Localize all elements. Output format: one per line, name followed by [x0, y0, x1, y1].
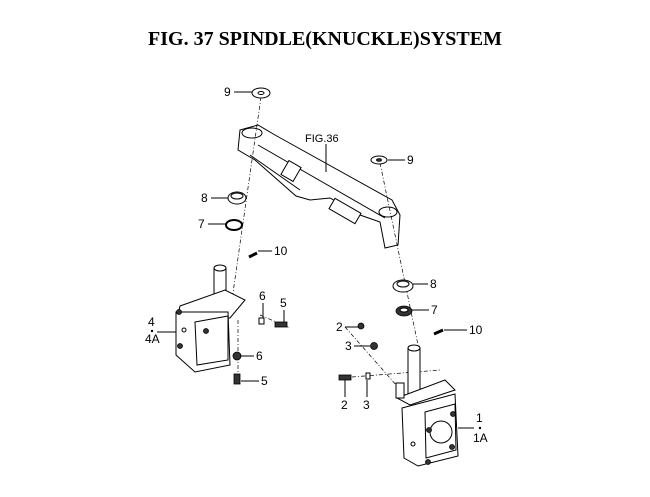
callout-nut-right-lower: 3 [363, 398, 370, 412]
callout-bolt-right-upper: 2 [336, 320, 343, 334]
callout-knuckle-right-b: 1A [473, 431, 488, 445]
callout-knuckle-left-b: 4A [145, 332, 160, 346]
callout-washer-left: 9 [224, 85, 231, 99]
nut-right-upper [370, 342, 378, 350]
callout-nut-left-upper: 6 [259, 289, 266, 303]
bolt-right-upper [357, 322, 365, 330]
knuckle-left [175, 264, 246, 373]
callout-bolt-right-lower: 2 [341, 398, 348, 412]
callout-bearing-right: 7 [431, 303, 438, 317]
callout-bolt-left-lower: 5 [261, 374, 268, 388]
nut-left-upper [258, 317, 265, 325]
bolt-left-lower [233, 373, 241, 385]
callout-seal-right: 8 [430, 277, 437, 291]
bearing-left [225, 219, 243, 231]
callout-pin-right: 10 [469, 323, 483, 337]
callout-bolt-left-upper: 5 [280, 296, 287, 310]
callout-bearing-left: 7 [198, 217, 205, 231]
figure-title: FIG. 37 SPINDLE(KNUCKLE)SYSTEM [148, 28, 502, 50]
front-axle-beam [237, 124, 401, 249]
callout-nut-left-lower: 6 [256, 349, 263, 363]
callout-pin-left: 10 [274, 244, 288, 258]
callout-knuckle-right-a: 1 [476, 411, 483, 425]
nut-right-lower [365, 372, 371, 380]
callout-fig-ref: FIG.36 [305, 133, 339, 145]
nut-left-lower [232, 351, 242, 361]
bolt-left-upper [274, 321, 288, 328]
bolt-right-lower [338, 374, 352, 381]
callout-washer-right: 9 [407, 153, 414, 167]
callout-seal-left: 8 [201, 191, 208, 205]
callout-knuckle-left-a: 4 [148, 315, 155, 329]
knuckle-right [395, 344, 459, 467]
callout-nut-right-upper: 3 [345, 339, 352, 353]
